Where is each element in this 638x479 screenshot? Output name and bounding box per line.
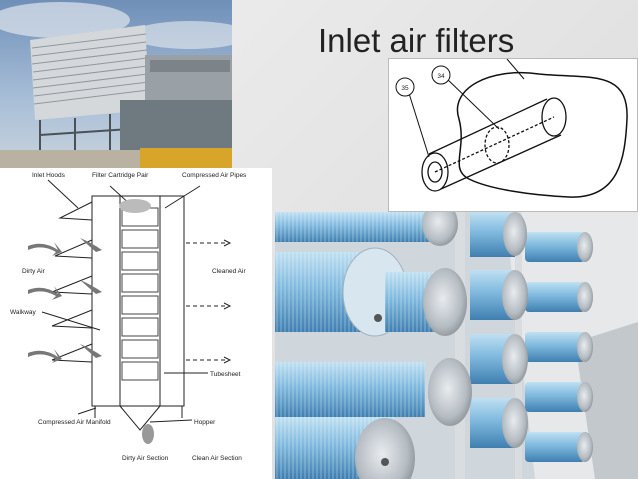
label-cleaned-air: Cleaned Air (212, 268, 246, 275)
label-compressed-air-pipes: Compressed Air Pipes (182, 172, 247, 179)
callout-34: 34 (437, 73, 445, 80)
cartridge-diagram: 35 34 (388, 58, 638, 212)
label-compressed-air-manifold: Compressed Air Manifold (38, 419, 111, 426)
filter-cartridges-photo (275, 212, 638, 479)
label-dirty-air: Dirty Air (22, 268, 46, 275)
label-filter-cartridge-pair: Filter Cartridge Pair (92, 172, 149, 179)
label-clean-air-section: Clean Air Section (192, 455, 242, 462)
slide-title: Inlet air filters (318, 22, 515, 59)
label-inlet-hoods: Inlet Hoods (32, 172, 66, 179)
label-tubesheet: Tubesheet (210, 371, 241, 378)
label-walkway: Walkway (10, 309, 37, 316)
filter-house-diagram: Inlet Hoods Filter Cartridge Pair Compre… (0, 168, 272, 479)
label-hopper: Hopper (194, 419, 216, 426)
plant-photo (0, 0, 232, 168)
label-dirty-air-section: Dirty Air Section (122, 455, 169, 462)
callout-35: 35 (401, 85, 409, 92)
